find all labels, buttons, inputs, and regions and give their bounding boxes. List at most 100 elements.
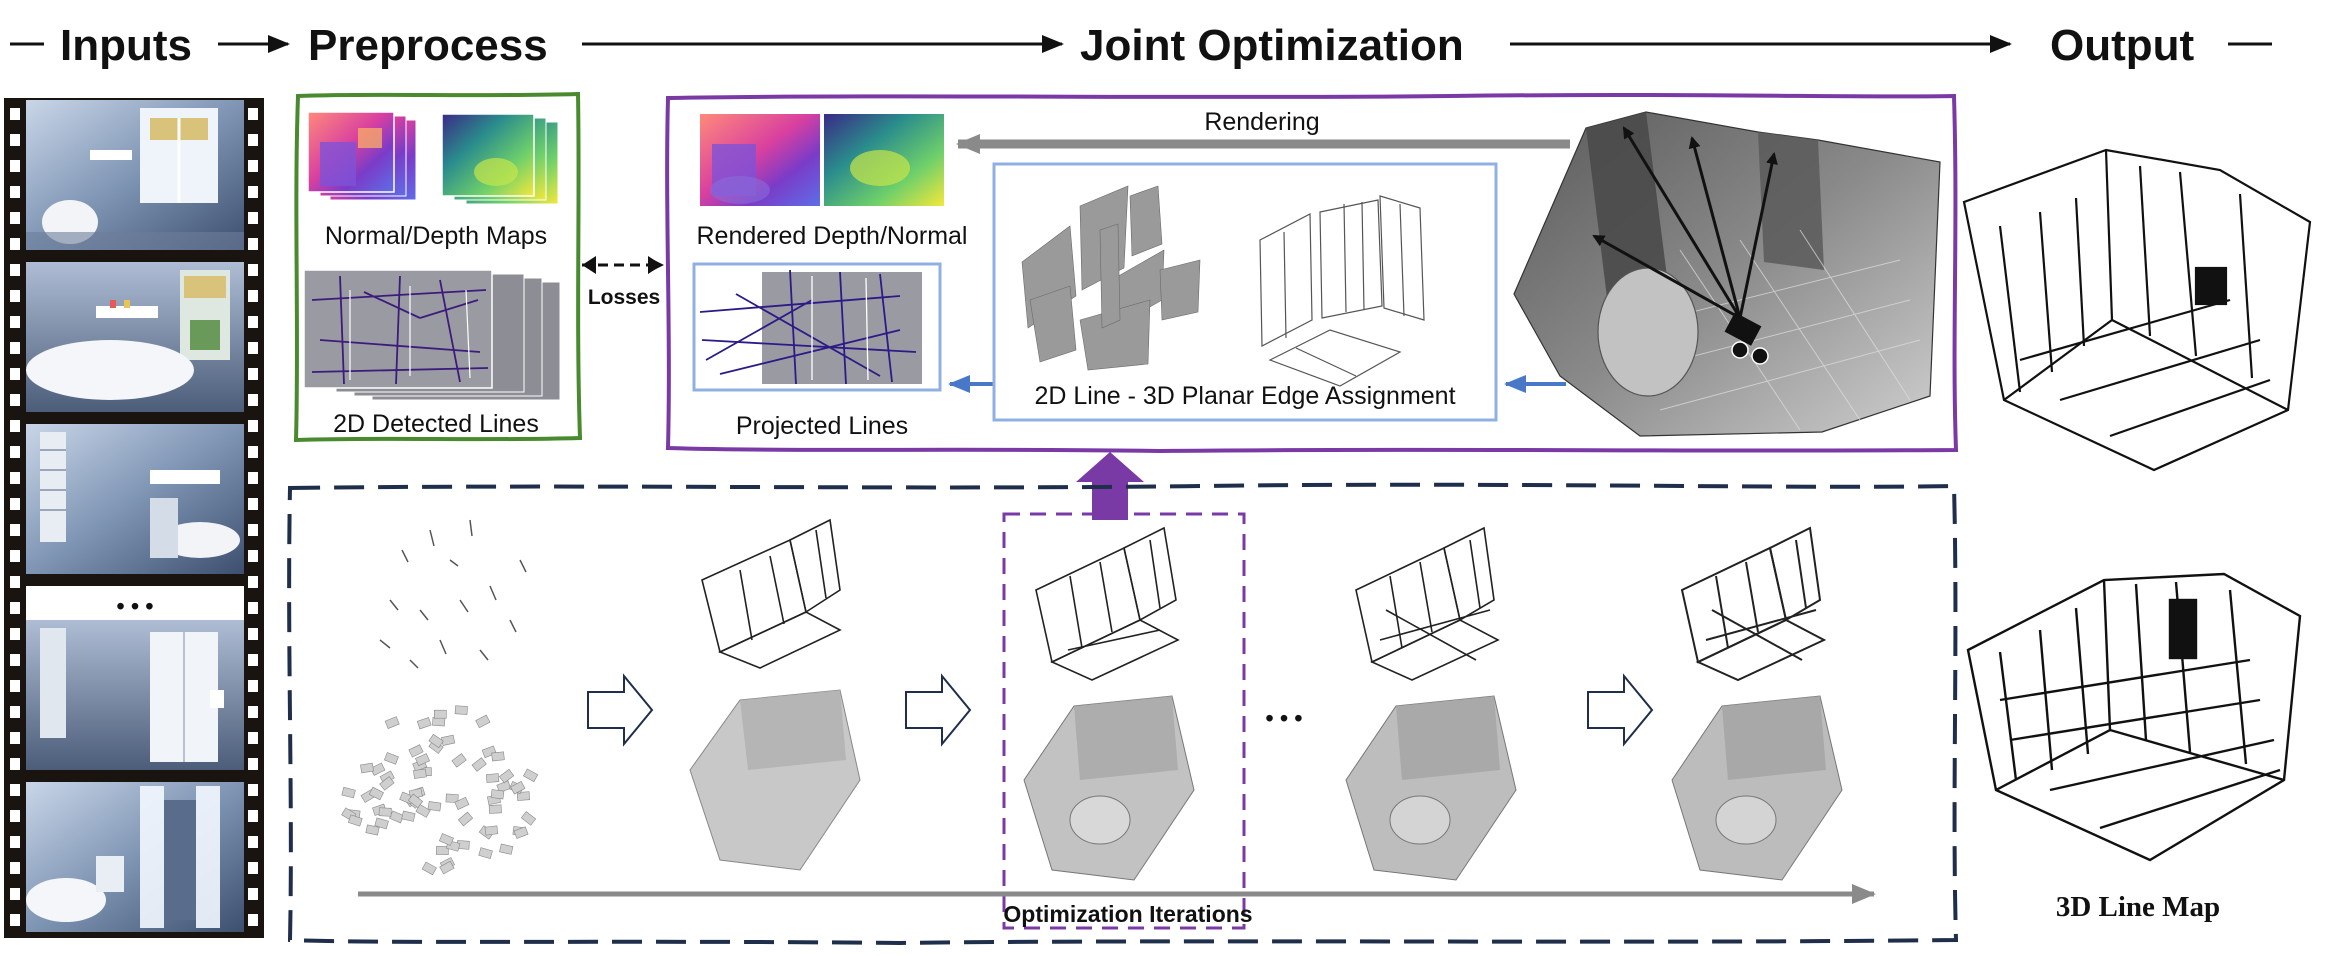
sparse-plane-fragment bbox=[384, 716, 400, 729]
losses-connector: Losses bbox=[582, 256, 664, 309]
iteration-3-lines bbox=[1035, 526, 1180, 681]
film-sprocket-hole bbox=[10, 186, 20, 198]
film-frame-ellipsis: • • • bbox=[26, 586, 244, 626]
iteration-1-lines bbox=[379, 519, 527, 669]
sparse-plane-fragment bbox=[378, 807, 392, 817]
sparse-plane-fragment bbox=[374, 817, 389, 830]
film-sprocket-hole bbox=[10, 836, 20, 848]
sparse-plane-fragment bbox=[478, 847, 493, 859]
film-sprocket-hole bbox=[248, 758, 258, 770]
sparse-plane-fragment bbox=[407, 793, 424, 809]
sparse-plane-fragment bbox=[513, 826, 529, 839]
film-sprocket-hole bbox=[10, 758, 20, 770]
film-sprocket-hole bbox=[248, 888, 258, 900]
input-frame-4 bbox=[26, 620, 244, 770]
film-sprocket-hole bbox=[248, 316, 258, 328]
sparse-plane-fragment bbox=[523, 768, 539, 783]
film-sprocket-hole bbox=[10, 732, 20, 744]
normal-map-stack bbox=[307, 111, 417, 201]
film-sprocket-hole bbox=[248, 342, 258, 354]
sparse-plane-fragment bbox=[485, 773, 500, 783]
film-sprocket-hole bbox=[10, 524, 20, 536]
film-sprocket-hole bbox=[10, 680, 20, 692]
iteration-1-planes bbox=[341, 705, 539, 876]
header-row: Inputs Preprocess Joint Optimization Out… bbox=[10, 21, 2272, 70]
preprocess-panel: Normal/Depth Maps 2D Detected bbox=[293, 91, 583, 443]
film-sprocket-hole bbox=[248, 160, 258, 172]
film-sprocket-hole bbox=[248, 368, 258, 380]
film-sprocket-hole bbox=[10, 342, 20, 354]
joint-optimization-panel: Rendering Rendered Depth/Normal bbox=[665, 93, 1959, 454]
output-line-maps: 3D Line Map bbox=[1962, 148, 2312, 923]
film-sprocket-hole bbox=[10, 862, 20, 874]
sparse-plane-fragment bbox=[365, 824, 380, 836]
stage-title-output: Output bbox=[2050, 21, 2195, 70]
sparse-plane-fragment bbox=[428, 733, 444, 749]
film-sprocket-hole bbox=[248, 472, 258, 484]
camera-icon bbox=[1724, 312, 1769, 365]
sparse-plane-fragment bbox=[413, 768, 427, 779]
film-sprocket-hole bbox=[248, 784, 258, 796]
sparse-plane-fragment bbox=[520, 811, 537, 826]
film-sprocket-hole bbox=[248, 836, 258, 848]
sparse-plane-fragment bbox=[433, 709, 447, 719]
film-sprocket-hole bbox=[10, 238, 20, 250]
projected-lines-panel bbox=[692, 262, 942, 392]
sparse-plane-fragment bbox=[481, 745, 497, 759]
film-sprocket-hole bbox=[10, 264, 20, 276]
iteration-arrow-3 bbox=[1587, 673, 1654, 747]
film-sprocket-hole bbox=[10, 602, 20, 614]
sparse-plane-fragment bbox=[499, 843, 514, 855]
camera-rays bbox=[1592, 126, 1778, 320]
highlighted-iteration-frame bbox=[1002, 512, 1246, 930]
film-sprocket-hole bbox=[248, 264, 258, 276]
sparse-plane-fragment bbox=[427, 801, 442, 812]
iteration-5-mesh bbox=[1671, 695, 1843, 881]
film-sprocket-hole bbox=[10, 212, 20, 224]
iterations-panel: • • • bbox=[287, 482, 1959, 946]
sparse-plane-fragment bbox=[408, 744, 424, 758]
film-sprocket-hole bbox=[10, 498, 20, 510]
sparse-plane-fragment bbox=[432, 716, 446, 727]
film-sprocket-hole bbox=[10, 290, 20, 302]
film-sprocket-hole bbox=[248, 108, 258, 120]
film-sprocket-hole bbox=[10, 420, 20, 432]
film-sprocket-hole bbox=[248, 914, 258, 926]
sparse-plane-fragment bbox=[498, 768, 515, 784]
sparse-plane-fragment bbox=[414, 753, 431, 767]
iteration-arrow-1 bbox=[587, 673, 654, 747]
sparse-plane-fragment bbox=[360, 762, 374, 774]
film-sprocket-hole bbox=[248, 524, 258, 536]
film-sprocket-hole bbox=[10, 134, 20, 146]
optimization-iterations-label: Optimization Iterations bbox=[1003, 901, 1252, 927]
detected-lines-stack bbox=[303, 269, 561, 401]
sparse-plane-fragment bbox=[445, 793, 459, 803]
iteration-2-lines bbox=[701, 518, 842, 669]
film-sprocket-hole bbox=[248, 628, 258, 640]
sparse-plane-fragment bbox=[438, 833, 454, 846]
film-sprocket-hole bbox=[10, 888, 20, 900]
sparse-plane-fragment bbox=[484, 825, 499, 836]
film-sprocket-hole bbox=[10, 368, 20, 380]
sparse-plane-fragment bbox=[475, 714, 491, 729]
sparse-plane-fragment bbox=[490, 789, 505, 800]
sparse-plane-fragment bbox=[389, 810, 405, 824]
film-sprocket-hole bbox=[248, 498, 258, 510]
assignment-label: 2D Line - 3D Planar Edge Assignment bbox=[1034, 382, 1455, 410]
sparse-plane-fragment bbox=[436, 846, 449, 855]
input-frame-1 bbox=[26, 100, 244, 250]
depth-map-stack bbox=[441, 113, 559, 205]
film-sprocket-hole bbox=[10, 654, 20, 666]
sparse-plane-fragment bbox=[454, 705, 468, 715]
normal-depth-maps-label: Normal/Depth Maps bbox=[325, 222, 547, 250]
iteration-3-mesh bbox=[1023, 695, 1195, 881]
film-sprocket-hole bbox=[10, 316, 20, 328]
film-sprocket-hole bbox=[10, 394, 20, 406]
sparse-plane-fragment bbox=[347, 814, 363, 827]
film-sprocket-hole bbox=[248, 446, 258, 458]
film-sprocket-hole bbox=[10, 784, 20, 796]
sparse-plane-fragment bbox=[457, 811, 474, 827]
film-sprocket-hole bbox=[248, 550, 258, 562]
iteration-arrow-2 bbox=[905, 673, 972, 747]
